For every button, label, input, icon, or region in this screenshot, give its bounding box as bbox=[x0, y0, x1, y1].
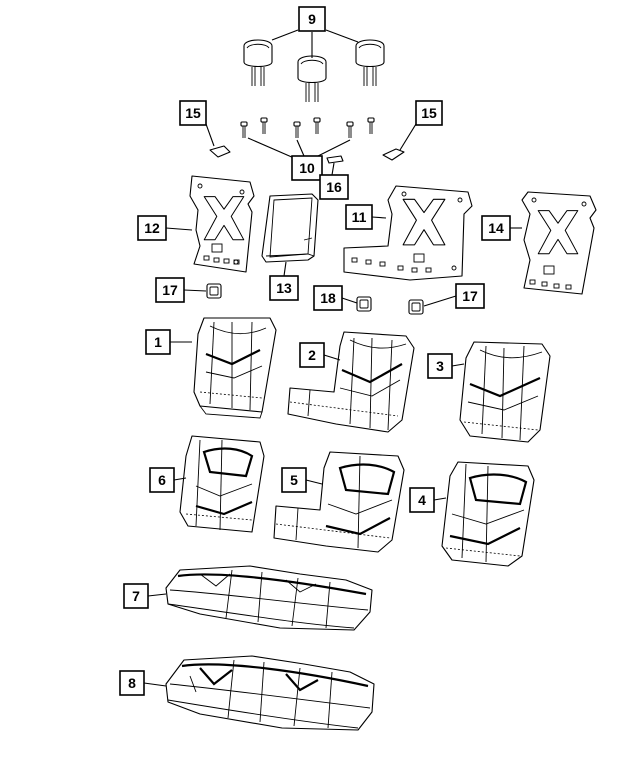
callout-16-label: 16 bbox=[326, 179, 342, 195]
trim-cap-right bbox=[382, 148, 405, 161]
callout-18-label: 18 bbox=[320, 290, 336, 306]
seatback-cover-2 bbox=[287, 331, 415, 433]
seat-cushion-cover-8 bbox=[165, 655, 375, 731]
leader-lines bbox=[143, 29, 522, 687]
callout-13: 13 bbox=[269, 275, 299, 301]
callout-3: 3 bbox=[427, 353, 453, 379]
callout-6: 6 bbox=[149, 467, 175, 493]
callout-2: 2 bbox=[299, 342, 325, 368]
callout-6-label: 6 bbox=[158, 472, 166, 488]
clip-18 bbox=[356, 296, 372, 312]
headrest-guide-6 bbox=[367, 117, 375, 135]
callout-15a-label: 15 bbox=[185, 105, 201, 121]
clip-17-right bbox=[408, 299, 424, 315]
callout-9: 9 bbox=[298, 6, 326, 32]
headrest-guide-1 bbox=[240, 121, 248, 139]
callout-15b: 15 bbox=[415, 100, 443, 126]
seatback-cover-4 bbox=[441, 461, 535, 567]
callout-12: 12 bbox=[137, 215, 167, 241]
callout-16: 16 bbox=[319, 174, 349, 200]
callout-17a: 17 bbox=[155, 277, 185, 303]
callout-8-label: 8 bbox=[128, 675, 136, 691]
seatback-cover-3 bbox=[459, 341, 551, 443]
trim-cap-left bbox=[209, 145, 231, 158]
callout-9-label: 9 bbox=[308, 11, 316, 27]
callout-17a-label: 17 bbox=[162, 282, 178, 298]
seatback-frame-12 bbox=[189, 175, 255, 273]
callout-17b-label: 17 bbox=[462, 288, 478, 304]
callout-14-label: 14 bbox=[488, 220, 504, 236]
callout-15b-label: 15 bbox=[421, 105, 437, 121]
callout-4: 4 bbox=[409, 487, 435, 513]
callout-1: 1 bbox=[145, 329, 171, 355]
callout-17b: 17 bbox=[455, 283, 485, 309]
callout-11: 11 bbox=[345, 204, 373, 230]
headrest-guide-4 bbox=[313, 117, 321, 135]
headrest-guide-2 bbox=[260, 117, 268, 135]
clip-17-left bbox=[206, 283, 222, 299]
headrest-guide-3 bbox=[293, 121, 301, 139]
headrest-left bbox=[243, 39, 273, 87]
seatback-frame-14 bbox=[521, 191, 597, 295]
headrest-center bbox=[297, 55, 327, 103]
callout-10-label: 10 bbox=[299, 160, 315, 176]
trim-bezel-16 bbox=[326, 155, 344, 164]
headrest-right bbox=[355, 39, 385, 87]
callout-7: 7 bbox=[123, 583, 149, 609]
callout-11-label: 11 bbox=[352, 209, 367, 225]
callout-2-label: 2 bbox=[308, 347, 316, 363]
seatback-pad-13 bbox=[261, 193, 319, 263]
callout-14: 14 bbox=[481, 215, 511, 241]
callout-10: 10 bbox=[291, 155, 323, 181]
seat-cushion-cover-7 bbox=[165, 565, 373, 631]
seatback-cover-1 bbox=[193, 317, 277, 419]
callout-12-label: 12 bbox=[144, 220, 160, 236]
seatback-cover-6 bbox=[179, 435, 265, 533]
callout-15a: 15 bbox=[179, 100, 207, 126]
callout-8: 8 bbox=[119, 670, 145, 696]
headrest-guide-5 bbox=[346, 121, 354, 139]
callout-18: 18 bbox=[313, 285, 343, 311]
callout-13-label: 13 bbox=[276, 280, 292, 296]
callout-7-label: 7 bbox=[132, 588, 140, 604]
callout-5-label: 5 bbox=[290, 472, 298, 488]
callout-4-label: 4 bbox=[418, 492, 426, 508]
callout-3-label: 3 bbox=[436, 358, 444, 374]
seatback-frame-11 bbox=[343, 185, 473, 281]
callout-1-label: 1 bbox=[154, 334, 162, 350]
seatback-cover-5 bbox=[273, 451, 405, 553]
callout-5: 5 bbox=[281, 467, 307, 493]
